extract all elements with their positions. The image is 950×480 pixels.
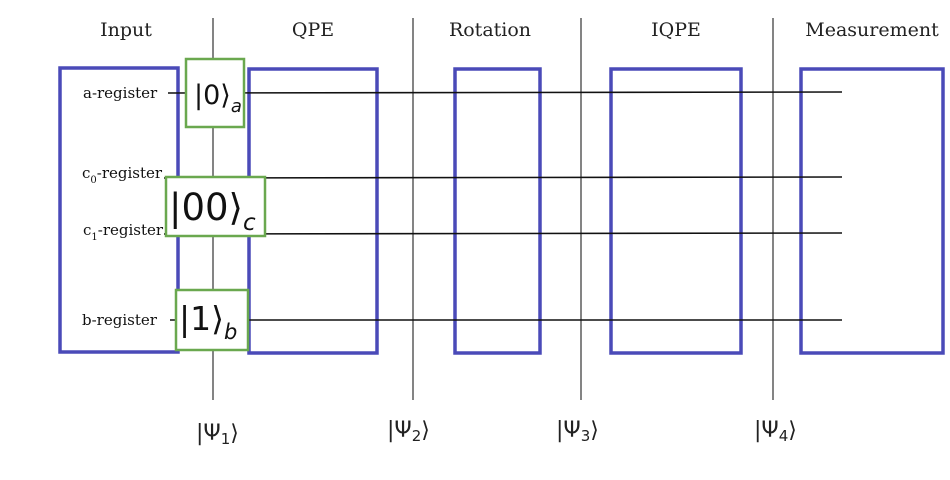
- state-ket-a: |0⟩a: [194, 80, 242, 117]
- stage-title-iqpe: IQPE: [651, 19, 701, 41]
- stage-title-input: Input: [100, 19, 152, 41]
- checkpoint-psi4: |Ψ4⟩: [754, 418, 797, 445]
- state-box-c: [164, 175, 267, 238]
- label-a-register: a-register: [83, 84, 158, 102]
- label-b-register: b-register: [82, 311, 158, 329]
- stage-title-qpe: QPE: [292, 19, 334, 41]
- rotation-block: [453, 67, 542, 355]
- wire-a-register: [167, 91, 843, 94]
- checkpoint-psi1: |Ψ1⟩: [196, 421, 239, 448]
- measurement-block: [799, 67, 945, 355]
- checkpoint-psi3: |Ψ3⟩: [556, 418, 599, 445]
- wire-c0-register: [163, 176, 843, 179]
- iqpe-block: [609, 67, 743, 355]
- label-c0-register: c0-register: [82, 164, 163, 186]
- checkpoint-psi2: |Ψ2⟩: [387, 418, 430, 445]
- state-ket-c: |00⟩c: [169, 186, 256, 236]
- qpe-block: [247, 67, 379, 355]
- stage-title-rotation: Rotation: [449, 19, 531, 41]
- wire-c1-register: [163, 232, 843, 235]
- state-ket-b: |1⟩b: [179, 299, 237, 344]
- stage-title-measurement: Measurement: [805, 19, 939, 41]
- state-box-b: [174, 288, 250, 352]
- label-c1-register: c1-register: [83, 221, 164, 243]
- state-box-a: [184, 57, 246, 129]
- input-block: [58, 66, 180, 354]
